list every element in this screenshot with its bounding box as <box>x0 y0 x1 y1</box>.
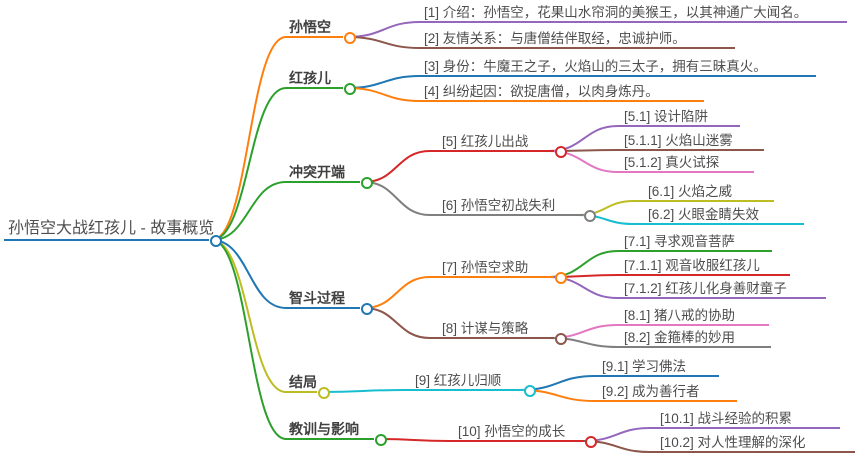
branch-sun-wukong[interactable]: 孙悟空 <box>286 18 356 44</box>
node-9-2[interactable]: [9.2] 成为善行者 <box>595 383 737 402</box>
node-root-collapse-dot[interactable] <box>210 234 222 247</box>
link-to-node-4 <box>346 87 421 102</box>
node-label: [8.2] 金箍棒的妙用 <box>624 330 736 345</box>
link-to-node-10 <box>377 438 451 442</box>
node-label: [6] 孙悟空初战失利 <box>442 198 556 213</box>
node-4[interactable]: [4] 纠纷起因：欲捉唐僧，以肉身炼丹。 <box>420 83 704 102</box>
link-root-to-branch-sun-wukong <box>211 36 287 241</box>
node-5-collapse-dot[interactable] <box>555 145 567 158</box>
node-6-2[interactable]: [6.2] 火眼金睛失效 <box>634 206 804 225</box>
node-label: [5.1.2] 真火试探 <box>624 155 720 170</box>
node-label: [7.1] 寻求观音菩萨 <box>624 234 736 249</box>
link-to-node-6 <box>363 181 431 216</box>
node-label: [5] 红孩儿出战 <box>442 134 529 149</box>
branch-lessons-influence[interactable]: 教训与影响 <box>286 420 387 446</box>
node-8-2[interactable]: [8.2] 金箍棒的妙用 <box>618 329 771 348</box>
node-label: [6.2] 火眼金睛失效 <box>648 207 760 222</box>
node-7-1-1[interactable]: [7.1.1] 观音收服红孩儿 <box>618 257 790 276</box>
node-label: [8.1] 猪八戒的协助 <box>624 308 736 323</box>
branch-red-boy[interactable]: 红孩儿 <box>286 69 356 95</box>
node-7[interactable]: [7] 孙悟空求助 <box>430 259 567 284</box>
branch-label: 孙悟空 <box>289 19 331 35</box>
node-label: [9.2] 成为善行者 <box>602 384 700 399</box>
node-root[interactable]: 孙悟空大战红孩儿 - 故事概览 <box>4 218 222 247</box>
node-8-collapse-dot[interactable] <box>555 332 567 345</box>
node-label: [9.1] 学习佛法 <box>602 359 687 374</box>
node-9-collapse-dot[interactable] <box>524 384 536 397</box>
node-8[interactable]: [8] 计谋与策略 <box>430 320 567 345</box>
branch-conflict-start-collapse-dot[interactable] <box>361 176 373 189</box>
link-root-to-branch-lessons <box>211 239 287 440</box>
node-root-label: 孙悟空大战红孩儿 - 故事概览 <box>8 220 215 237</box>
node-2[interactable]: [2] 友情关系：与唐僧结伴取经，忠诚护师。 <box>420 30 735 49</box>
node-label: [7] 孙悟空求助 <box>442 260 529 275</box>
branch-label: 红孩儿 <box>289 70 331 86</box>
node-7-collapse-dot[interactable] <box>555 271 567 284</box>
node-label: [6.1] 火焰之威 <box>648 184 733 199</box>
node-label: [1] 介绍：孙悟空，花果山水帘洞的美猴王，以其神通广大闻名。 <box>424 5 808 20</box>
node-10-collapse-dot[interactable] <box>585 435 597 448</box>
node-8-1[interactable]: [8.1] 猪八戒的协助 <box>618 307 769 326</box>
branch-label: 结局 <box>289 374 317 390</box>
node-label: [9] 红孩儿归顺 <box>415 373 502 388</box>
link-to-node-2 <box>346 36 421 49</box>
node-5-1-1[interactable]: [5.1.1] 火焰山迷雾 <box>618 132 764 151</box>
branch-label: 智斗过程 <box>289 290 345 306</box>
node-10-1[interactable]: [10.1] 战斗经验的积累 <box>650 410 840 429</box>
node-9-1[interactable]: [9.1] 学习佛法 <box>595 358 719 377</box>
branch-battle-of-wits[interactable]: 智斗过程 <box>286 289 373 315</box>
node-5-1-2[interactable]: [5.1.2] 真火试探 <box>618 154 754 173</box>
branch-conflict-start[interactable]: 冲突开端 <box>286 163 373 189</box>
node-10-2[interactable]: [10.2] 对人性理解的深化 <box>650 434 855 453</box>
node-7-1[interactable]: [7.1] 寻求观音菩萨 <box>618 233 772 252</box>
link-to-node-7 <box>363 276 431 309</box>
link-to-node-3 <box>346 75 421 89</box>
node-label: [7.1.1] 观音收服红孩儿 <box>624 258 760 273</box>
node-label: [5.1] 设计陷阱 <box>624 109 709 124</box>
node-6-collapse-dot[interactable] <box>584 209 596 222</box>
link-root-to-branch-ending <box>211 239 287 393</box>
branch-red-boy-collapse-dot[interactable] <box>344 82 356 95</box>
node-6-1[interactable]: [6.1] 火焰之威 <box>634 183 774 202</box>
node-7-1-2[interactable]: [7.1.2] 红孩儿化身善财童子 <box>618 280 826 299</box>
link-to-node-1 <box>346 21 421 38</box>
node-label: [2] 友情关系：与唐僧结伴取经，忠诚护师。 <box>424 31 686 46</box>
node-label: [10] 孙悟空的成长 <box>458 424 566 439</box>
node-label: [5.1.1] 火焰山迷雾 <box>624 133 733 148</box>
node-3[interactable]: [3] 身份：牛魔王之子，火焰山的三太子，拥有三昧真火。 <box>420 58 816 77</box>
node-6[interactable]: [6] 孙悟空初战失利 <box>430 197 596 222</box>
branch-ending[interactable]: 结局 <box>286 373 330 399</box>
node-1[interactable]: [1] 介绍：孙悟空，花果山水帘洞的美猴王，以其神通广大闻名。 <box>420 4 847 23</box>
node-label: [10.1] 战斗经验的积累 <box>660 411 793 426</box>
branch-sun-wukong-collapse-dot[interactable] <box>344 31 356 44</box>
link-to-node-5 <box>363 150 431 183</box>
node-label: [3] 身份：牛魔王之子，火焰山的三太子，拥有三昧真火。 <box>424 59 767 74</box>
branch-battle-of-wits-collapse-dot[interactable] <box>361 302 373 315</box>
branch-label: 教训与影响 <box>289 421 359 437</box>
node-label: [4] 纠纷起因：欲捉唐僧，以肉身炼丹。 <box>424 84 659 99</box>
node-9[interactable]: [9] 红孩儿归顺 <box>405 372 536 397</box>
node-label: [7.1.2] 红孩儿化身善财童子 <box>624 281 787 296</box>
branch-lessons-influence-collapse-dot[interactable] <box>375 433 387 446</box>
node-label: [8] 计谋与策略 <box>442 321 529 336</box>
node-10[interactable]: [10] 孙悟空的成长 <box>450 423 597 448</box>
link-root-to-branch-red-boy <box>211 87 287 241</box>
branch-ending-collapse-dot[interactable] <box>318 386 330 399</box>
branch-label: 冲突开端 <box>289 164 345 180</box>
node-5[interactable]: [5] 红孩儿出战 <box>430 133 567 158</box>
node-5-1[interactable]: [5.1] 设计陷阱 <box>618 108 740 127</box>
node-label: [10.2] 对人性理解的深化 <box>660 435 806 450</box>
link-to-node-8 <box>363 307 431 339</box>
link-to-node-9 <box>320 389 406 393</box>
link-root-to-branch-wits <box>211 239 287 309</box>
link-root-to-branch-conflict <box>211 181 287 241</box>
